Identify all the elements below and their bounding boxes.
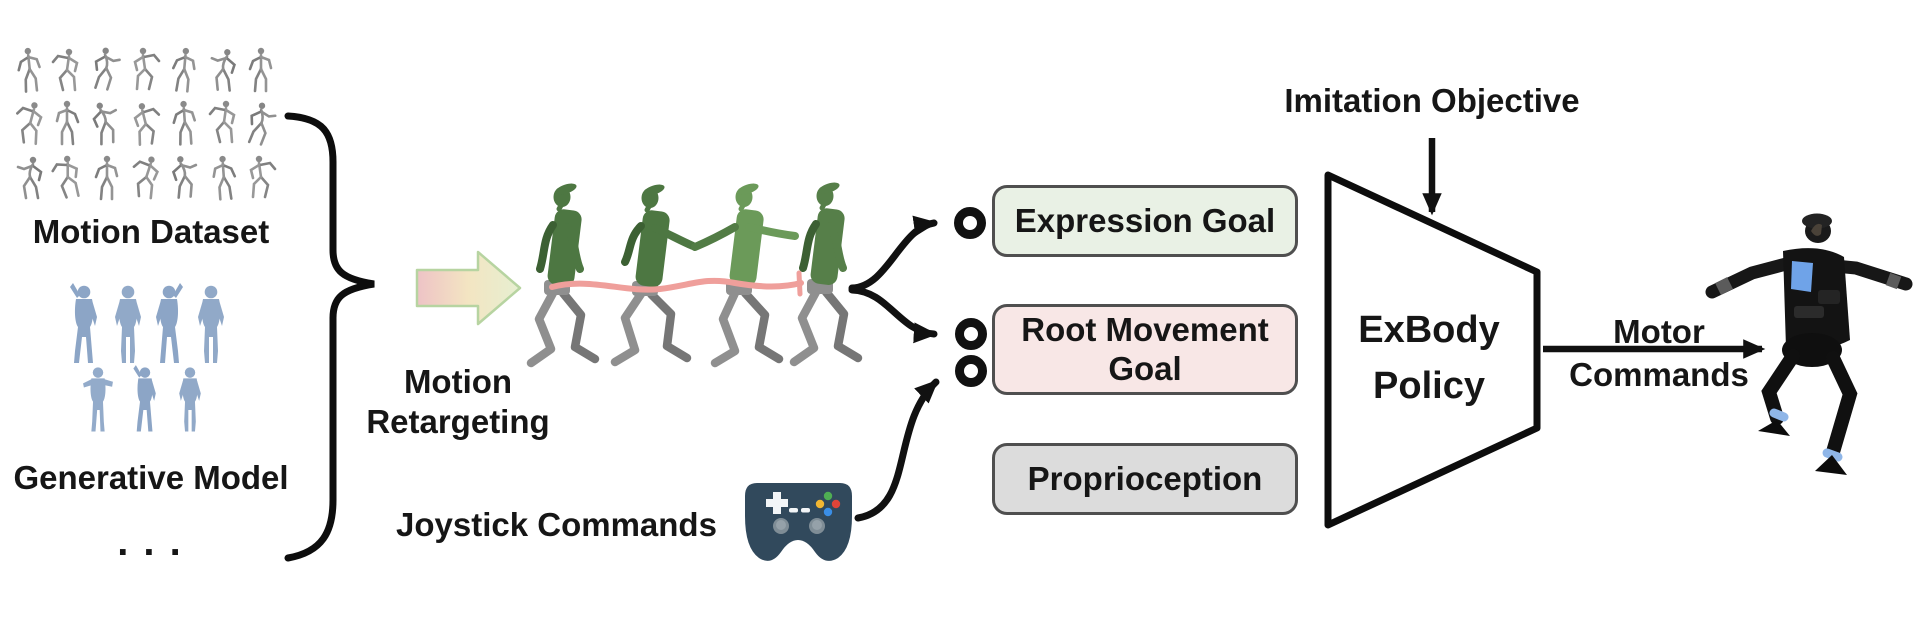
gamepad-icon [745,483,852,561]
robot-motion-sequence [531,180,858,363]
generative-model-label: Generative Model [13,459,289,496]
proprioception-box: Proprioception [992,443,1298,515]
arrow-from-gamepad [854,378,940,522]
policy-trapezoid [1324,171,1541,529]
motion-retargeting-label: Motion Retargeting [348,362,568,443]
ellipsis-label: . . . [117,520,183,564]
input-port-expression [954,207,986,239]
trajectory-line [549,270,804,297]
exbody-policy-line1: ExBody [1358,309,1500,351]
curly-brace [284,112,375,562]
motion-dataset-label: Motion Dataset [32,213,270,250]
input-port-joystick [955,355,987,387]
root-movement-goal-box: Root Movement Goal [992,304,1298,395]
motor-commands-line2: Commands [1569,355,1749,393]
exbody-policy-label: ExBody Policy [1328,302,1530,414]
expression-goal-box: Expression Goal [992,185,1298,257]
retargeting-gradient-arrow [415,250,522,326]
input-ports [954,207,987,387]
imitation-objective-label: Imitation Objective [1284,82,1580,119]
motor-commands-line1: Motor [1613,313,1705,350]
proprioception-label: Proprioception [1027,459,1263,497]
input-port-root [955,318,987,350]
exbody-policy-line2: Policy [1373,365,1485,408]
connector-arrows [848,215,940,522]
generative-model-figures [70,283,224,432]
motion-retargeting-line2: Retargeting [366,403,550,441]
root-movement-goal-label: Root Movement Goal [1021,310,1269,387]
motion-dataset-skeletons [12,45,279,201]
joystick-commands-label: Joystick Commands [396,506,717,543]
humanoid-robot-photo [1705,213,1913,475]
dpad-icon [766,492,788,514]
motor-commands-label: Motor Commands [1558,311,1760,397]
arrow-to-root-goal [848,286,938,344]
motion-retargeting-line1: Motion [403,363,513,400]
arrow-to-expression-goal [848,215,938,292]
expression-goal-label: Expression Goal [1014,201,1276,239]
